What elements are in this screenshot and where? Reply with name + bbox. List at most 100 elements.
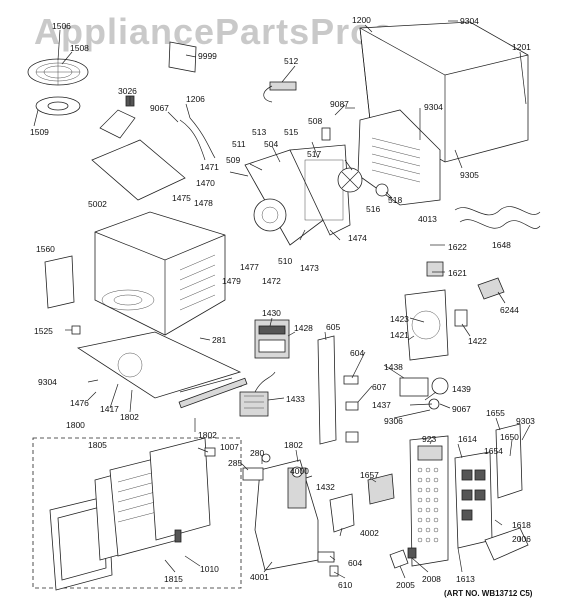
callout: 515	[284, 127, 298, 137]
callout: 1430	[262, 308, 281, 318]
callout: 1423	[390, 314, 409, 324]
callout: 280	[250, 448, 264, 458]
callout: 285	[228, 458, 242, 468]
plate-1657	[367, 473, 395, 505]
callout: 9067	[150, 103, 169, 113]
callout: 1657	[360, 470, 379, 480]
callout: 2005	[396, 580, 415, 590]
callout: 504	[264, 139, 278, 149]
callout: 1614	[458, 434, 477, 444]
callout: 509	[226, 155, 240, 165]
callout: 610	[338, 580, 352, 590]
callout: 1421	[390, 330, 409, 340]
callout: 5002	[88, 199, 107, 209]
callout: 513	[252, 127, 266, 137]
callout: 1007	[220, 442, 239, 452]
door-assembly-box	[32, 437, 242, 591]
callout: 923	[422, 434, 436, 444]
cover-plate-1560	[44, 255, 75, 309]
callout: 1437	[372, 400, 391, 410]
callout: 1650	[500, 432, 519, 442]
callout: 4001	[250, 572, 269, 582]
callout: 9067	[452, 404, 471, 414]
latch-4000	[254, 459, 319, 571]
callout: 510	[278, 256, 292, 266]
control-board	[454, 423, 523, 549]
callout: 1655	[486, 408, 505, 418]
callout: 1475	[172, 193, 191, 203]
callout: 1200	[352, 15, 371, 25]
callout: 1621	[448, 268, 467, 278]
callout: 9087	[330, 99, 349, 109]
callout: 1473	[300, 263, 319, 273]
label-6244	[477, 277, 505, 300]
callout: 518	[388, 195, 402, 205]
callout: 4002	[360, 528, 379, 538]
callout: 512	[284, 56, 298, 66]
callout: 6244	[500, 305, 519, 315]
part-9999	[168, 41, 197, 73]
callout: 1479	[222, 276, 241, 286]
callout: 1506	[52, 21, 71, 31]
callout: 1439	[452, 384, 471, 394]
callout: 1477	[240, 262, 259, 272]
door-latch-assembly	[244, 144, 389, 246]
callout: 517	[307, 149, 321, 159]
callout: 516	[366, 204, 380, 214]
callout: 1476	[70, 398, 89, 408]
callout: 1560	[36, 244, 55, 254]
callout: 1509	[30, 127, 49, 137]
callout: 1438	[384, 362, 403, 372]
bracket-2006	[484, 527, 529, 561]
callout: 1470	[196, 178, 215, 188]
callout: 9304	[38, 377, 57, 387]
base-plate-5002	[91, 95, 186, 201]
callout: 3026	[118, 86, 137, 96]
callout: 1805	[88, 440, 107, 450]
callout: 1622	[448, 242, 467, 252]
callout: 9305	[460, 170, 479, 180]
callout: 9999	[198, 51, 217, 61]
callout: 607	[372, 382, 386, 392]
capacitor-1433	[239, 371, 276, 417]
callout: 2008	[422, 574, 441, 584]
callout: 1815	[164, 574, 183, 584]
callout: 1474	[348, 233, 367, 243]
callout: 281	[212, 335, 226, 345]
callout: 1206	[186, 94, 205, 104]
plate-4002	[329, 493, 355, 533]
oven-cavity	[94, 211, 226, 336]
art-number: (ART NO. WB13712 C5)	[444, 589, 533, 598]
callout: 1618	[512, 520, 531, 530]
callout: 1648	[492, 240, 511, 250]
callout: 1433	[286, 394, 305, 404]
callout: 604	[350, 348, 364, 358]
harness-1206	[179, 117, 216, 161]
callout: 4013	[418, 214, 437, 224]
callout: 511	[232, 139, 246, 149]
callout-labels: 1506 1508 9999 3026 1206 9067 512 1200 9…	[30, 15, 535, 590]
callout: 1800	[66, 420, 85, 430]
bracket-605	[317, 335, 359, 445]
callout: 1422	[468, 336, 487, 346]
callout: 9304	[460, 16, 479, 26]
fan-1439	[399, 377, 449, 410]
callout: 1508	[70, 43, 89, 53]
callout: 1472	[262, 276, 281, 286]
callout: 508	[308, 116, 322, 126]
callout: 1201	[512, 42, 531, 52]
callout: 1802	[120, 412, 139, 422]
control-panel	[409, 435, 449, 567]
callout: 1417	[100, 404, 119, 414]
callout: 1010	[200, 564, 219, 574]
turntable-parts	[27, 58, 89, 127]
callout: 1525	[34, 326, 53, 336]
callout: 604	[348, 558, 362, 568]
callout: 605	[326, 322, 340, 332]
callout: 9303	[516, 416, 535, 426]
callout: 2006	[512, 534, 531, 544]
leader-lines	[57, 20, 531, 579]
callout: 1802	[198, 430, 217, 440]
callout: 9306	[384, 416, 403, 426]
